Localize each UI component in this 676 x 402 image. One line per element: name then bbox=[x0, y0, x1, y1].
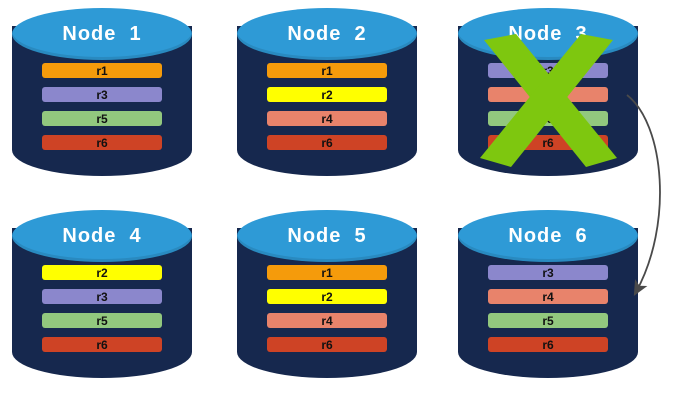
cylinder-top bbox=[237, 8, 417, 60]
data-item-r2[interactable]: r2 bbox=[42, 265, 162, 280]
data-item-r5[interactable]: r5 bbox=[488, 111, 608, 126]
data-item-r6[interactable]: r6 bbox=[267, 135, 387, 150]
data-item-list: r1 r3 r5 r6 bbox=[42, 63, 162, 150]
data-item-r4[interactable]: r4 bbox=[267, 111, 387, 126]
node-2[interactable]: Node 2 r1 r2 r4 r6 bbox=[237, 8, 419, 186]
node-label: Node 6 bbox=[508, 224, 588, 247]
cylinder-top bbox=[12, 210, 192, 262]
data-item-r1[interactable]: r1 bbox=[267, 265, 387, 280]
data-item-r3[interactable]: r3 bbox=[42, 87, 162, 102]
data-item-list: r3 r4 r5 r6 bbox=[488, 63, 608, 150]
cylinder-top bbox=[458, 210, 638, 262]
data-item-r5[interactable]: r5 bbox=[488, 313, 608, 328]
data-item-r4[interactable]: r4 bbox=[488, 87, 608, 102]
node-label: Node 4 bbox=[62, 224, 142, 247]
node-label: Node 2 bbox=[287, 22, 367, 45]
cylinder-top bbox=[237, 210, 417, 262]
data-item-r1[interactable]: r1 bbox=[42, 63, 162, 78]
data-item-r4[interactable]: r4 bbox=[267, 313, 387, 328]
node-6[interactable]: Node 6 r3 r4 r5 r6 bbox=[458, 210, 640, 388]
data-item-r6[interactable]: r6 bbox=[267, 337, 387, 352]
data-item-r3[interactable]: r3 bbox=[42, 289, 162, 304]
node-label: Node 5 bbox=[287, 224, 367, 247]
node-1[interactable]: Node 1 r1 r3 r5 r6 bbox=[12, 8, 194, 186]
data-item-r5[interactable]: r5 bbox=[42, 313, 162, 328]
data-item-r6[interactable]: r6 bbox=[42, 337, 162, 352]
node-label: Node 1 bbox=[62, 22, 142, 45]
data-item-r6[interactable]: r6 bbox=[42, 135, 162, 150]
data-item-list: r3 r4 r5 r6 bbox=[488, 265, 608, 352]
data-item-r6[interactable]: r6 bbox=[488, 337, 608, 352]
data-item-r3[interactable]: r3 bbox=[488, 63, 608, 78]
data-item-r5[interactable]: r5 bbox=[42, 111, 162, 126]
data-item-list: r2 r3 r5 r6 bbox=[42, 265, 162, 352]
data-item-r1[interactable]: r1 bbox=[267, 63, 387, 78]
data-item-r4[interactable]: r4 bbox=[488, 289, 608, 304]
data-item-list: r1 r2 r4 r6 bbox=[267, 265, 387, 352]
cylinder-top bbox=[12, 8, 192, 60]
node-5[interactable]: Node 5 r1 r2 r4 r6 bbox=[237, 210, 419, 388]
node-3[interactable]: Node 3 r3 r4 r5 r6 bbox=[458, 8, 640, 186]
data-item-r6[interactable]: r6 bbox=[488, 135, 608, 150]
data-item-r2[interactable]: r2 bbox=[267, 289, 387, 304]
data-item-r2[interactable]: r2 bbox=[267, 87, 387, 102]
data-item-list: r1 r2 r4 r6 bbox=[267, 63, 387, 150]
node-label: Node 3 bbox=[508, 22, 588, 45]
data-item-r3[interactable]: r3 bbox=[488, 265, 608, 280]
node-4[interactable]: Node 4 r2 r3 r5 r6 bbox=[12, 210, 194, 388]
